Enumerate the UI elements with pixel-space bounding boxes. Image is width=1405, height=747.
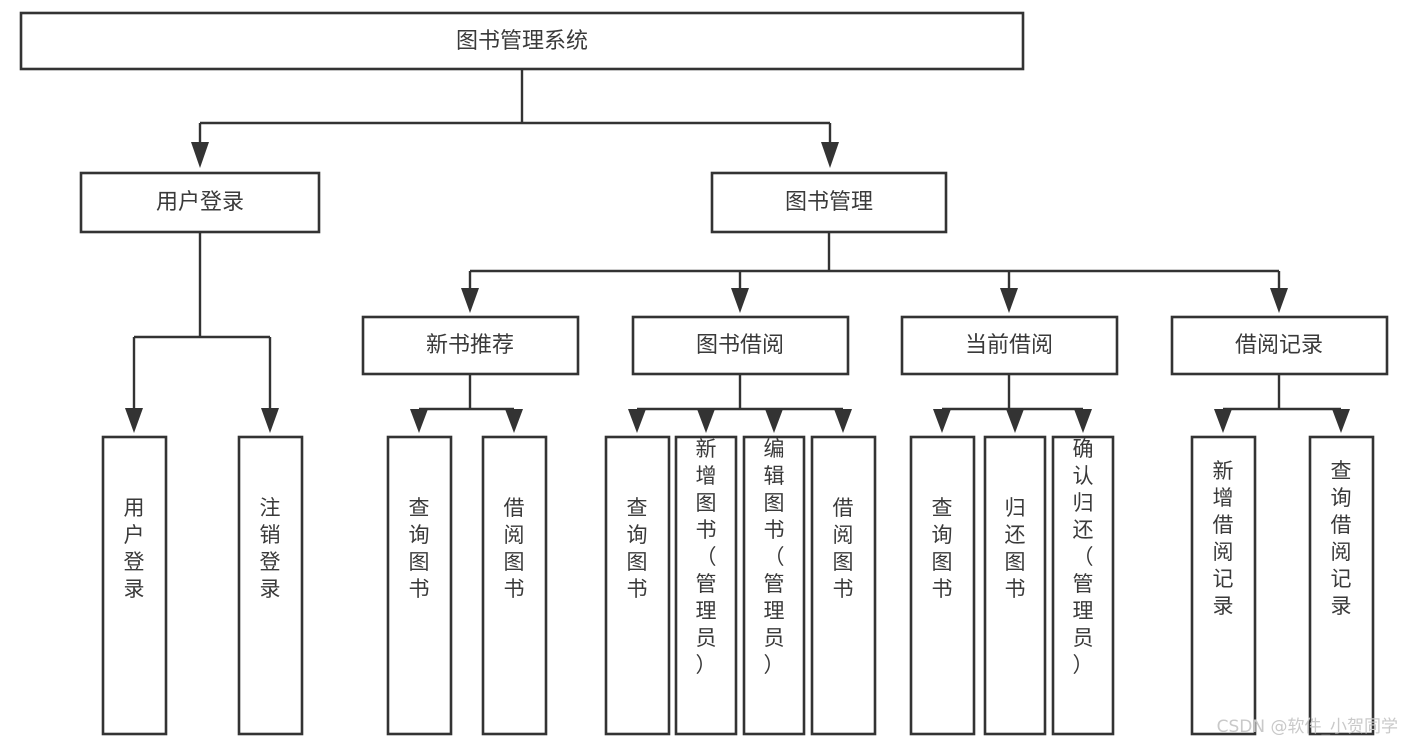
- leaf-query-book-borrow[interactable]: 查询图书: [604, 435, 671, 736]
- leaf-confirm-return-admin-box[interactable]: [1051, 435, 1115, 736]
- node-root[interactable]: 图书管理系统: [19, 11, 1025, 71]
- arrow-to-leaf-add-book-admin-icon: [697, 409, 715, 433]
- leaf-user-logout-box[interactable]: [237, 435, 304, 736]
- connector-layer: [125, 69, 1350, 433]
- leaf-add-book-admin-label: 新增图书（管理员）: [696, 437, 717, 677]
- node-new-book-recommend-box[interactable]: [361, 315, 580, 376]
- node-root-label: 图书管理系统: [456, 29, 588, 54]
- leaf-borrow-book-recommend[interactable]: 借阅图书: [481, 435, 548, 736]
- leaf-user-login-box[interactable]: [101, 435, 168, 736]
- leaf-edit-book-admin-box[interactable]: [742, 435, 806, 736]
- leaf-confirm-return-admin-label: 确认归还（管理员）: [1073, 437, 1094, 677]
- arrow-to-leaf-user-login-icon: [125, 408, 143, 433]
- leaf-add-borrow-record[interactable]: 新增借阅记录: [1190, 435, 1257, 736]
- arrow-to-leaf-query-book-current-icon: [933, 409, 951, 433]
- arrow-to-leaf-query-borrow-record-icon: [1332, 409, 1350, 433]
- leaf-borrow-book[interactable]: 借阅图书: [810, 435, 877, 736]
- leaf-query-book-current-label: 查询图书: [932, 496, 953, 601]
- leaf-query-book-recommend-label: 查询图书: [409, 496, 430, 601]
- node-current-borrow-label: 当前借阅: [965, 333, 1053, 358]
- leaf-add-borrow-record-box[interactable]: [1190, 435, 1257, 736]
- node-book-management-label: 图书管理: [785, 190, 873, 215]
- arrow-to-leaf-query-book-borrow-icon: [628, 409, 646, 433]
- arrow-to-leaf-query-book-recommend-icon: [410, 409, 428, 433]
- leaf-borrow-book-label: 借阅图书: [833, 496, 854, 601]
- node-book-management[interactable]: 图书管理: [710, 171, 948, 234]
- leaf-add-book-admin-box[interactable]: [674, 435, 738, 736]
- node-current-borrow[interactable]: 当前借阅: [900, 315, 1119, 376]
- leaf-user-logout[interactable]: 注销登录: [237, 435, 304, 736]
- leaf-return-book-box[interactable]: [983, 435, 1047, 736]
- leaf-borrow-book-recommend-label: 借阅图书: [504, 496, 525, 601]
- node-root-box[interactable]: [19, 11, 1025, 71]
- leaf-return-book[interactable]: 归还图书: [983, 435, 1047, 736]
- leaf-confirm-return-admin[interactable]: 确认归还（管理员）: [1051, 435, 1115, 736]
- arrow-to-book-management-icon: [821, 142, 839, 168]
- leaf-user-login-label: 用户登录: [124, 496, 145, 601]
- node-borrow-record[interactable]: 借阅记录: [1170, 315, 1389, 376]
- leaf-add-borrow-record-label: 新增借阅记录: [1213, 459, 1234, 618]
- node-new-book-recommend-label: 新书推荐: [426, 333, 514, 358]
- node-borrow-record-box[interactable]: [1170, 315, 1389, 376]
- leaf-query-book-borrow-label: 查询图书: [627, 496, 648, 601]
- arrow-to-borrow-record-icon: [1270, 288, 1288, 313]
- arrow-to-leaf-borrow-book-icon: [834, 409, 852, 433]
- leaf-query-book-current[interactable]: 查询图书: [909, 435, 976, 736]
- node-user-login-label: 用户登录: [156, 190, 244, 215]
- leaf-query-book-recommend[interactable]: 查询图书: [386, 435, 453, 736]
- leaf-query-book-recommend-box[interactable]: [386, 435, 453, 736]
- leaf-query-book-current-box[interactable]: [909, 435, 976, 736]
- node-user-login[interactable]: 用户登录: [79, 171, 321, 234]
- leaf-add-book-admin[interactable]: 新增图书（管理员）: [674, 435, 738, 736]
- node-new-book-recommend[interactable]: 新书推荐: [361, 315, 580, 376]
- arrow-to-user-login-icon: [191, 142, 209, 168]
- arrow-to-current-borrow-icon: [1000, 288, 1018, 313]
- node-book-borrow[interactable]: 图书借阅: [631, 315, 850, 376]
- arrow-to-leaf-edit-book-admin-icon: [765, 409, 783, 433]
- arrow-to-leaf-user-logout-icon: [261, 408, 279, 433]
- arrow-to-new-book-recommend-icon: [461, 288, 479, 313]
- node-book-borrow-label: 图书借阅: [696, 333, 784, 358]
- leaf-return-book-label: 归还图书: [1005, 496, 1026, 601]
- node-user-login-box[interactable]: [79, 171, 321, 234]
- leaf-edit-book-admin-label: 编辑图书（管理员）: [764, 437, 785, 677]
- node-book-management-box[interactable]: [710, 171, 948, 234]
- node-borrow-record-label: 借阅记录: [1235, 333, 1323, 358]
- leaf-borrow-book-recommend-box[interactable]: [481, 435, 548, 736]
- leaf-user-login[interactable]: 用户登录: [101, 435, 168, 736]
- arrow-to-leaf-return-book-icon: [1006, 409, 1024, 433]
- leaf-borrow-book-box[interactable]: [810, 435, 877, 736]
- csdn-watermark: CSDN @软件_小贺同学: [1217, 717, 1398, 737]
- node-book-borrow-box[interactable]: [631, 315, 850, 376]
- leaf-edit-book-admin[interactable]: 编辑图书（管理员）: [742, 435, 806, 736]
- leaf-query-borrow-record-label: 查询借阅记录: [1331, 459, 1352, 618]
- arrow-to-leaf-confirm-return-admin-icon: [1074, 409, 1092, 433]
- leaf-query-book-borrow-box[interactable]: [604, 435, 671, 736]
- arrow-to-leaf-borrow-book-recommend-icon: [505, 409, 523, 433]
- arrow-to-book-borrow-icon: [731, 288, 749, 313]
- arrow-to-leaf-add-borrow-record-icon: [1214, 409, 1232, 433]
- node-current-borrow-box[interactable]: [900, 315, 1119, 376]
- leaf-user-logout-label: 注销登录: [260, 496, 281, 601]
- leaf-query-borrow-record[interactable]: 查询借阅记录: [1308, 435, 1375, 736]
- leaf-query-borrow-record-box[interactable]: [1308, 435, 1375, 736]
